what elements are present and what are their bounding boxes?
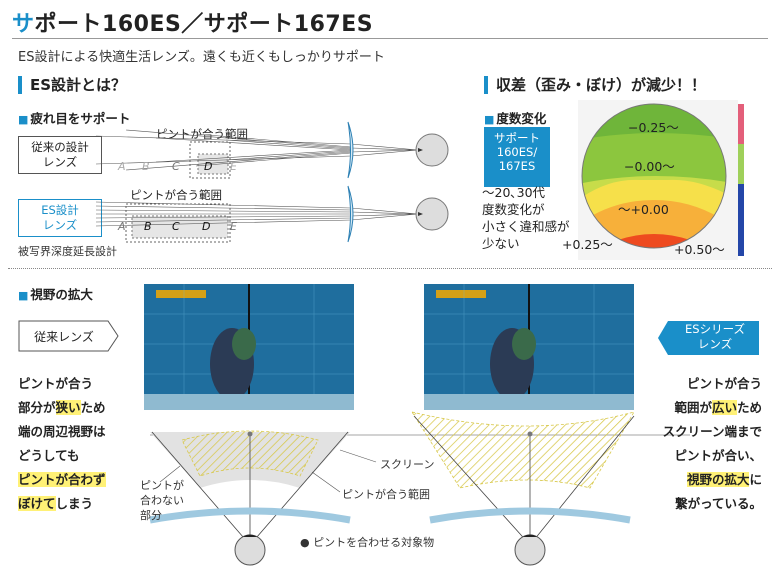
- subtitle: ES設計による快適生活レンズ。遠くも近くもしっかりサポート: [18, 50, 385, 65]
- conventional-lens-box: 従来の設計 レンズ: [18, 136, 102, 174]
- screen-label: スクリーン: [380, 458, 435, 471]
- no-focus-label: ピントが 合わない 部分: [140, 478, 184, 523]
- badge-line3: 167ES: [498, 159, 536, 173]
- title-text: ポート160ES／サポート167ES: [34, 12, 374, 37]
- right-text-l1: ピントが合う: [686, 376, 762, 391]
- no-focus-l1: ピントが: [140, 479, 184, 492]
- right-text-l2c: ため: [736, 400, 762, 415]
- desc-line2: 度数変化が: [482, 202, 545, 217]
- contour-plus-025: +0.25〜: [562, 237, 613, 252]
- conventional-letter-a: A: [118, 160, 126, 173]
- left-text-l2c: ため: [80, 400, 106, 415]
- game-scene-left: [144, 284, 354, 410]
- product-badge: サポート 160ES/ 167ES: [484, 127, 550, 187]
- badge-line2: 160ES/: [496, 145, 538, 159]
- field-of-view-diagram: [149, 411, 690, 566]
- left-text-l3: 端の周辺視野は: [18, 424, 106, 439]
- es-design-heading: ES設計とは？: [18, 76, 126, 94]
- left-text-blurred: ぼけて: [18, 496, 56, 511]
- es-lens-box: ES設計 レンズ: [18, 199, 102, 237]
- es-series-tag-label: ESシリーズ レンズ: [668, 322, 762, 352]
- contour-plus-050: +0.50〜: [674, 242, 725, 257]
- es-tag-line1: ESシリーズ: [685, 322, 745, 336]
- left-text-l1: ピントが合う: [18, 376, 94, 391]
- right-text-l4: ピントが合い、: [674, 448, 762, 463]
- conventional-lens-line1: 従来の設計: [31, 140, 89, 154]
- es-letter-c: C: [172, 220, 180, 233]
- health-bar-right: [436, 290, 486, 298]
- field-of-view-subheading: 視野の拡大: [18, 284, 93, 303]
- conventional-ray-diagram: [96, 121, 449, 179]
- conventional-lens-tag-label: 従来レンズ: [34, 330, 94, 344]
- left-text-narrow: 狭い: [55, 400, 81, 415]
- power-change-desc: 〜20､30代 度数変化が 小さく違和感が 少ない: [482, 184, 570, 252]
- conventional-lens-line2: レンズ: [42, 155, 78, 169]
- health-bar-left: [156, 290, 206, 298]
- contour-minus-025: −0.25〜: [628, 120, 679, 135]
- conventional-range-label: ピントが合う範囲: [156, 127, 248, 141]
- left-text-l4: どうしても: [18, 448, 80, 463]
- right-text-l2a: 範囲が: [674, 400, 712, 415]
- es-letter-a: A: [118, 220, 126, 233]
- es-range-label: ピントが合う範囲: [130, 188, 222, 202]
- desc-line4: 少ない: [482, 236, 520, 251]
- eye-strain-subheading: 疲れ目をサポート: [18, 108, 130, 127]
- no-focus-l2: 合わない: [140, 494, 184, 507]
- es-letter-e: E: [230, 220, 237, 233]
- no-focus-l3: 部分: [140, 509, 162, 522]
- es-tag-line2: レンズ: [697, 337, 733, 351]
- right-text-l2: 範囲が広いため: [663, 396, 762, 420]
- left-text-l6b: しまう: [55, 496, 94, 511]
- conventional-description: ピントが合う 部分が狭いため 端の周辺視野は どうしても ピントが合わず ぼけて…: [18, 372, 106, 516]
- es-lens-line1: ES設計: [41, 203, 79, 217]
- right-text-l5: 視野の拡大に: [663, 468, 762, 492]
- badge-line1: サポート: [494, 131, 540, 145]
- desc-line1: 〜20､30代: [482, 185, 546, 200]
- target-object-label: ● ピントを合わせる対象物: [300, 536, 435, 549]
- conventional-letter-e: E: [230, 160, 237, 173]
- right-text-l6: 繋がっている。: [675, 496, 762, 511]
- left-text-l2a: 部分が: [18, 400, 56, 415]
- conventional-game-screen: [144, 284, 354, 410]
- page-title: サポート160ES／サポート167ES: [12, 6, 373, 38]
- left-text-l5: ピントが合わず: [18, 468, 106, 492]
- es-description: ピントが合う 範囲が広いため スクリーン端まで ピントが合い、 視野の拡大に 繋…: [663, 372, 762, 516]
- right-text-l3: スクリーン端まで: [662, 424, 762, 439]
- right-text-l5b: に: [749, 472, 762, 487]
- es-lens-line2: レンズ: [42, 218, 78, 232]
- right-text-wider-view: 視野の拡大: [686, 472, 750, 487]
- section-divider: [8, 268, 772, 269]
- es-letter-d: D: [202, 220, 211, 233]
- aberration-heading: 収差（歪み・ぼけ）が減少！！: [484, 76, 706, 94]
- title-accent: サ: [12, 12, 35, 37]
- desc-line3: 小さく違和感が: [482, 219, 570, 234]
- es-letter-b: B: [144, 220, 152, 233]
- conventional-letter-d: D: [204, 160, 213, 173]
- game-scene-right: [424, 284, 634, 410]
- conventional-lens-tag: [18, 320, 119, 352]
- es-series-tag: [658, 321, 759, 355]
- left-text-out-of-focus: ピントが合わず: [18, 472, 106, 487]
- es-game-screen: [424, 284, 634, 410]
- contour-minus-000: −0.00〜: [624, 159, 675, 174]
- contour-plus-000: 〜+0.00: [618, 202, 669, 217]
- conventional-letter-b: B: [142, 160, 150, 173]
- left-text-l6: ぼけてしまう: [18, 492, 106, 516]
- right-text-wide: 広い: [711, 400, 737, 415]
- left-text-l2: 部分が狭いため: [18, 396, 106, 420]
- power-map: [578, 100, 744, 260]
- focus-range-label: ピントが合う範囲: [342, 488, 430, 501]
- depth-of-field-note: 被写界深度延長設計: [18, 245, 117, 258]
- title-rule: [12, 38, 768, 39]
- es-ray-diagram: [96, 185, 449, 243]
- power-change-subheading: 度数変化: [484, 108, 546, 127]
- conventional-letter-c: C: [172, 160, 180, 173]
